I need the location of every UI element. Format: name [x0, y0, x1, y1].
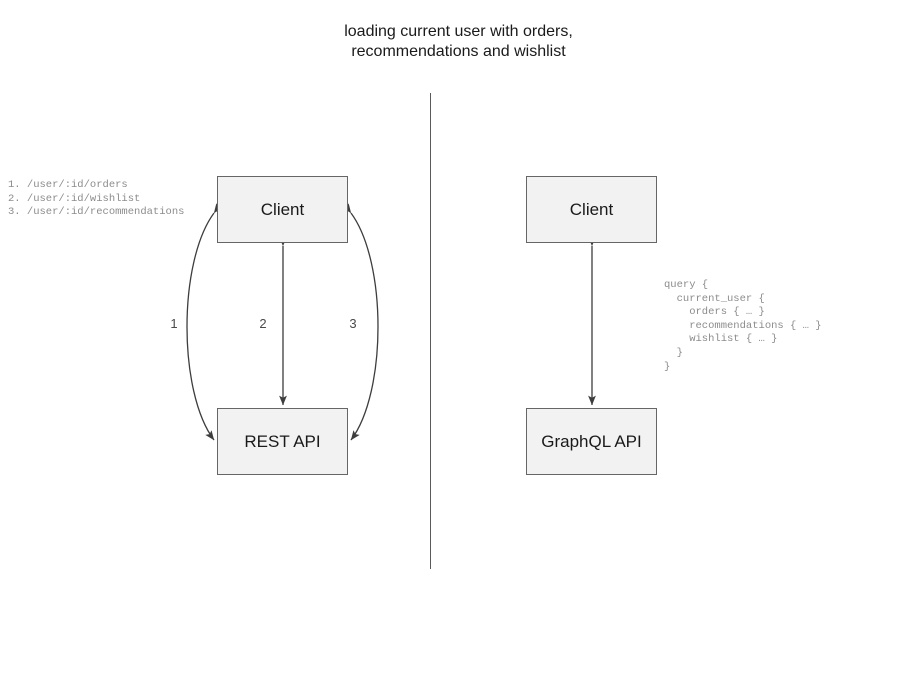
arrow-label-2: 2 [259, 316, 267, 331]
arrow-label-3: 3 [349, 316, 357, 331]
arrow-orders [186, 203, 223, 441]
node-client-graphql[interactable]: Client [526, 176, 657, 243]
node-graphql-api[interactable]: GraphQL API [526, 408, 657, 475]
vertical-divider [430, 93, 431, 569]
node-rest-api[interactable]: REST API [217, 408, 348, 475]
page-title: loading current user with orders, recomm… [344, 23, 573, 60]
arrow-label-1: 1 [170, 316, 178, 331]
graphql-query-snippet: query { current_user { orders { … } reco… [664, 279, 822, 373]
rest-endpoint-list: 1. /user/:id/orders 2. /user/:id/wishlis… [8, 179, 185, 219]
node-client-rest[interactable]: Client [217, 176, 348, 243]
